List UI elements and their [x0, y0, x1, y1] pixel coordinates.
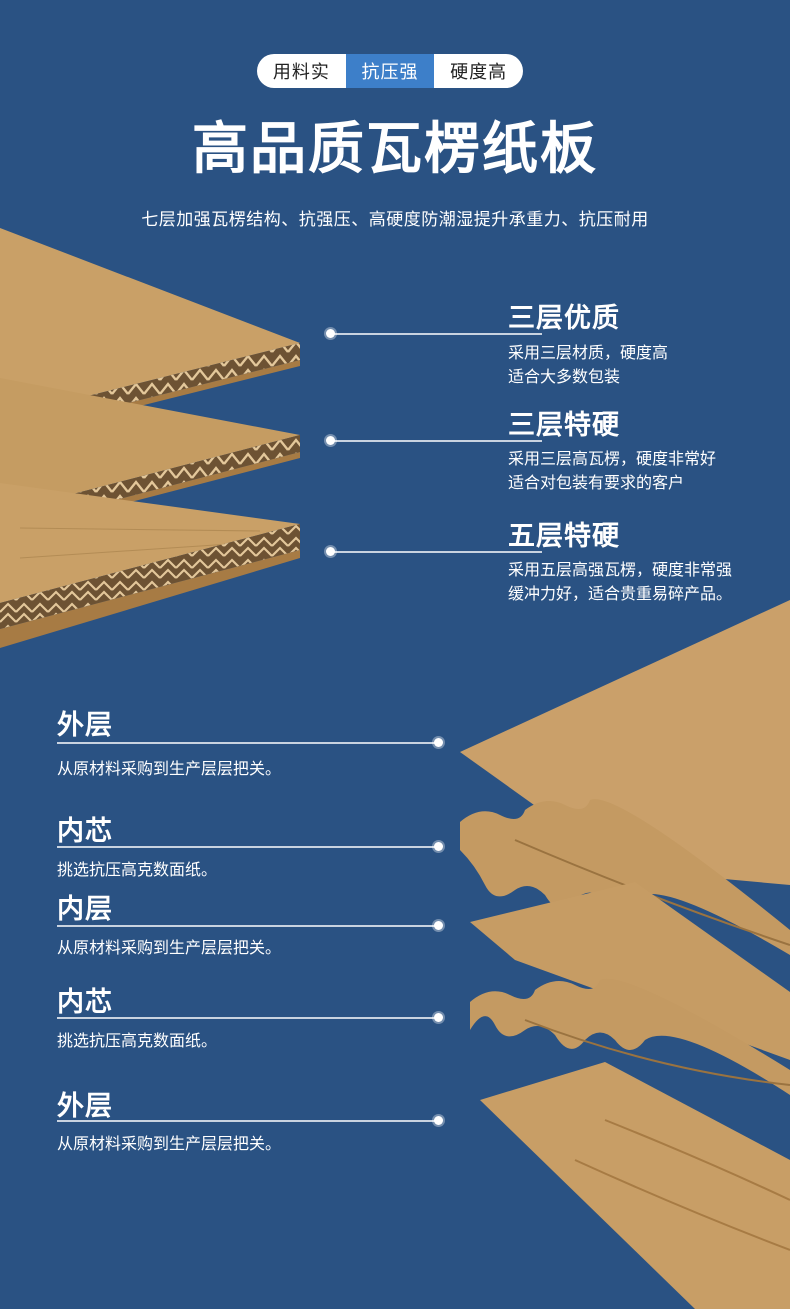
page-subtitle: 七层加强瓦楞结构、抗强压、高硬度防潮湿提升承重力、抗压耐用	[141, 210, 649, 230]
layer-title: 外层	[57, 1091, 113, 1122]
layer-line	[57, 925, 435, 927]
page-title: 高品质瓦楞纸板	[192, 117, 598, 182]
layer-desc: 挑选抗压高克数面纸。	[57, 1031, 218, 1050]
feature-tags: 用料实 抗压强 硬度高	[257, 54, 523, 88]
layer-title: 内芯	[57, 816, 113, 847]
layer-line	[57, 742, 435, 744]
callout-dot	[326, 547, 335, 556]
layer-flute-1	[460, 799, 790, 955]
tag-solid-material: 用料实	[272, 62, 330, 83]
feature-desc: 采用三层材质，硬度高 适合大多数包装	[508, 343, 669, 386]
tag-pressure-resistant: 抗压强	[345, 54, 435, 88]
board-five-layer-hard	[0, 483, 300, 648]
layer-desc: 从原材料采购到生产层层把关。	[57, 1134, 282, 1153]
layer-dot	[434, 842, 443, 851]
layer-dot	[434, 921, 443, 930]
layer-title: 内芯	[57, 987, 113, 1018]
layer-outer-top	[460, 600, 790, 885]
corrugated-board-stack-image	[0, 228, 300, 648]
tag-high-hardness: 硬度高	[450, 62, 508, 83]
layer-flute-2	[470, 978, 790, 1095]
layer-line	[57, 1017, 435, 1019]
callout-dot	[326, 436, 335, 445]
layer-title: 外层	[57, 710, 113, 741]
feature-desc: 采用三层高瓦楞，硬度非常好 适合对包装有要求的客户	[508, 449, 717, 492]
layer-line	[57, 846, 435, 848]
layer-dot	[434, 738, 443, 747]
layer-dot	[434, 1116, 443, 1125]
callout-line	[334, 440, 542, 442]
layer-desc: 从原材料采购到生产层层把关。	[57, 759, 282, 778]
callout-dot	[326, 329, 335, 338]
layer-inner	[470, 882, 790, 1060]
layer-line	[57, 1120, 435, 1122]
feature-title: 三层优质	[508, 303, 620, 334]
corrugated-layers-exploded-image	[460, 600, 790, 1309]
feature-desc: 采用五层高强瓦楞，硬度非常强 缓冲力好，适合贵重易碎产品。	[508, 560, 733, 603]
layer-desc: 挑选抗压高克数面纸。	[57, 860, 218, 879]
layer-desc: 从原材料采购到生产层层把关。	[57, 938, 282, 957]
layer-dot	[434, 1013, 443, 1022]
callout-line	[334, 551, 542, 553]
feature-title: 五层特硬	[508, 521, 620, 552]
feature-title: 三层特硬	[508, 410, 620, 441]
layer-outer-bottom	[480, 1062, 790, 1309]
layer-title: 内层	[57, 894, 113, 925]
callout-line	[334, 333, 542, 335]
